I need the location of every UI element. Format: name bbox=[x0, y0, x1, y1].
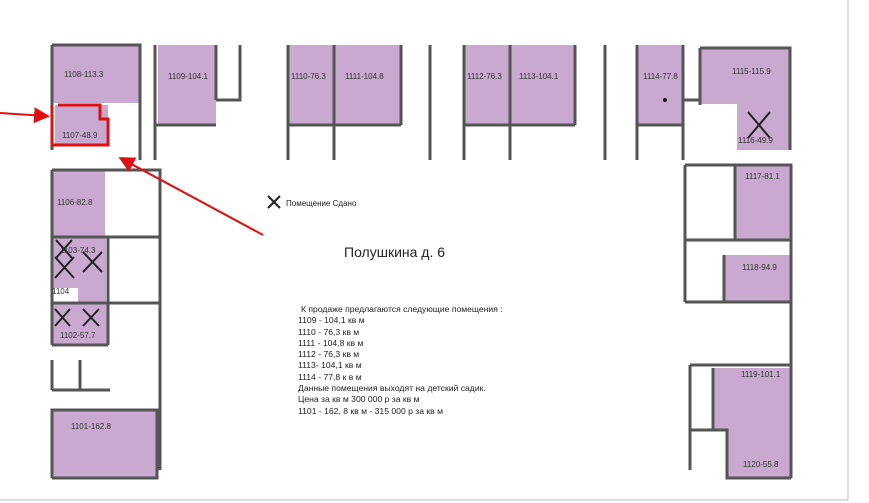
building-title: Полушкина д. 6 bbox=[344, 244, 446, 260]
info-line: 1109 - 104,1 кв м bbox=[298, 315, 365, 326]
cross-icon bbox=[54, 256, 75, 279]
room-1111[interactable] bbox=[335, 45, 401, 125]
rented-marks bbox=[54, 111, 771, 327]
room-1119[interactable] bbox=[713, 368, 791, 430]
room-label-1119: 1119-101.1 bbox=[741, 370, 781, 379]
room-label-1109: 1109-104.1 bbox=[168, 72, 208, 81]
room-1108[interactable] bbox=[52, 45, 140, 103]
room-1120[interactable] bbox=[727, 430, 791, 478]
room-label-1103: 1103-74.3 bbox=[60, 246, 96, 255]
room-1106[interactable] bbox=[52, 170, 105, 236]
room-1103b bbox=[78, 288, 106, 302]
room-label-1114: 1114-77.8 bbox=[643, 72, 678, 81]
room-1112[interactable] bbox=[465, 45, 510, 125]
cross-icon bbox=[82, 308, 100, 327]
room-1115[interactable] bbox=[700, 48, 790, 104]
legend-label: Помещение Сдано bbox=[286, 199, 357, 208]
room-1109[interactable] bbox=[158, 45, 216, 125]
room-label-1117: 1117-81.1 bbox=[745, 172, 780, 181]
room-1110[interactable] bbox=[289, 45, 333, 125]
room-label-1116: 1116-49.9 bbox=[738, 136, 773, 145]
room-1113[interactable] bbox=[511, 45, 575, 125]
cross-icon bbox=[54, 308, 71, 327]
room-label-1107: 1107-48.9 bbox=[62, 131, 98, 140]
rooms bbox=[52, 45, 791, 478]
room-label-1108: 1108-113.3 bbox=[64, 70, 104, 79]
info-price: Цена за кв м 300 000 р за кв м bbox=[298, 394, 420, 405]
highlight-outline bbox=[50, 103, 110, 147]
room-1116[interactable] bbox=[737, 104, 790, 150]
info-note: Данные помещения выходят на детский сади… bbox=[298, 383, 486, 394]
walls bbox=[50, 43, 793, 480]
room-label-1113: 1113-104.1 bbox=[519, 72, 559, 81]
room-1118[interactable] bbox=[724, 255, 791, 302]
info-line: 1111 - 104,8 кв м bbox=[298, 337, 364, 348]
room-1117[interactable] bbox=[735, 165, 791, 240]
info-line: 1112 - 76,3 кв м bbox=[298, 349, 360, 360]
legend-cross-icon bbox=[267, 195, 281, 209]
room-label-1102: 1102-57.7 bbox=[60, 331, 96, 340]
room-label-1104: 1104 bbox=[52, 287, 70, 296]
sale-info: К продаже предлагаются следующие помещен… bbox=[298, 304, 503, 417]
cross-icon bbox=[747, 111, 771, 139]
room-label-1111: 1111-104.8 bbox=[345, 72, 384, 81]
room-1101[interactable] bbox=[52, 410, 157, 478]
arrow-diagonal bbox=[118, 157, 264, 236]
info-line: 1110 - 76,3 кв м bbox=[298, 326, 360, 337]
room-label-1115: 1115-115.9 bbox=[732, 67, 771, 76]
info-line: 1113- 104,1 кв м bbox=[298, 360, 362, 371]
cross-icon bbox=[55, 239, 73, 259]
room-label-1120: 1120-55.8 bbox=[743, 460, 779, 469]
room-1114[interactable] bbox=[638, 45, 683, 125]
room-label-1110: 1110-76.3 bbox=[291, 72, 326, 81]
cross-icon bbox=[82, 251, 103, 273]
info-line: 1114 - 77,8 к в м bbox=[298, 371, 362, 382]
info-heading: К продаже предлагаются следующие помещен… bbox=[301, 304, 503, 314]
arrow-left bbox=[0, 107, 50, 124]
room-label-1118: 1118-94.9 bbox=[742, 263, 777, 272]
room-label-1101: 1101-162.8 bbox=[71, 422, 111, 431]
room-label-1106: 1106-82.8 bbox=[57, 198, 93, 207]
info-special: 1101 - 162, 8 кв м - 315 000 р за кв м bbox=[298, 405, 444, 416]
room-label-1112: 1112-76.3 bbox=[467, 72, 502, 81]
dot-marker bbox=[663, 98, 667, 102]
